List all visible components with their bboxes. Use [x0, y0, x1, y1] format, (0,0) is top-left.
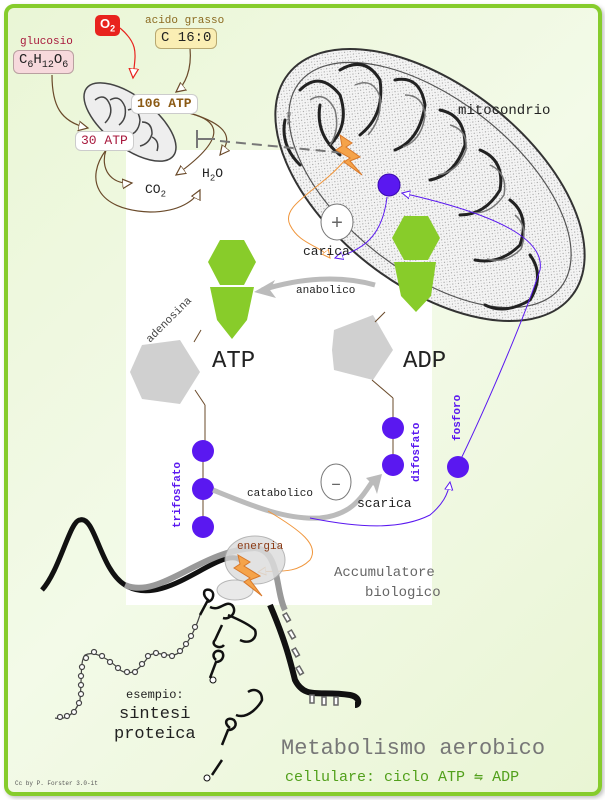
phosphate-mito	[377, 173, 401, 197]
discharge-label: scarica	[357, 496, 412, 511]
energy-label: energia	[237, 541, 284, 553]
synthesis-line1: sintesi	[119, 705, 191, 724]
adp-label: ADP	[403, 348, 447, 375]
mitochondrion-large	[274, 48, 586, 322]
atp-ribose	[130, 340, 200, 404]
protein-chain	[54, 614, 201, 721]
charge-label: carica	[303, 244, 350, 259]
credit-text: Cc by P. Forster 3.0-it	[15, 780, 98, 787]
page-title: Metabolismo aerobico	[281, 736, 546, 761]
energy-lightning-icon	[233, 553, 263, 597]
h2o-sub: 2	[209, 173, 216, 184]
atp-adenine-hexagon	[208, 240, 256, 285]
example-label: esempio:	[126, 688, 184, 702]
lightning-icon	[335, 133, 363, 176]
accumulator-line1: Accumulatore	[334, 565, 435, 581]
glucose-atp-yield: 30 ATP	[75, 131, 134, 152]
zoom-indicator	[196, 130, 346, 154]
glucose-h: H	[33, 52, 42, 68]
phosphate-release-arrow	[309, 482, 450, 527]
phosphorus-label: fosforo	[452, 394, 464, 441]
atp-phosphate-3	[192, 516, 214, 538]
trna-molecules	[198, 588, 264, 776]
atp-phosphate-2	[192, 478, 214, 500]
h2o-o: O	[215, 166, 224, 181]
adp-phosphate-1	[382, 417, 404, 439]
trna-ends	[203, 676, 217, 782]
oxygen-symbol: O	[100, 16, 111, 31]
charge-sign: +	[331, 213, 343, 236]
co2-sub: 2	[160, 189, 167, 200]
triphosphate-label: trifosfato	[172, 461, 184, 528]
mitochondrion-small	[83, 82, 177, 162]
fatty-acid-atp-yield: 106 ATP	[131, 94, 198, 115]
adp-ribose	[332, 315, 393, 380]
phosphate-charge-arrow	[335, 196, 388, 258]
adp-adenine-hexagon	[392, 216, 440, 260]
oxygen-arrow	[119, 27, 135, 78]
catabolic-label: catabolico	[247, 488, 314, 500]
discharge-sign-circle	[320, 463, 352, 501]
co2-symbol: CO	[145, 182, 161, 197]
free-phosphate	[447, 456, 469, 478]
charge-sign-circle	[320, 203, 354, 241]
accumulator-line2: biologico	[365, 585, 441, 601]
anabolic-arrowhead	[254, 280, 276, 298]
oxygen-sub: 2	[110, 23, 116, 34]
artist-signature: Beck	[285, 112, 291, 124]
atp-adenine-pentagon	[210, 287, 254, 339]
adp-adenine-pentagon	[394, 262, 436, 312]
glucose-h-sub: 12	[41, 59, 54, 71]
glucose-label: glucosio	[20, 36, 73, 48]
glucose-o: O	[53, 52, 63, 68]
anabolic-arrow	[261, 276, 376, 293]
catabolic-arrowhead	[366, 474, 382, 494]
glucose-c: C	[19, 52, 28, 68]
anabolic-label: anabolico	[296, 285, 356, 297]
co2-product: CO2	[145, 183, 166, 200]
discharge-sign: –	[331, 475, 342, 495]
phosphorus-return-arrow	[402, 193, 541, 466]
synthesis-line2: proteica	[114, 725, 196, 744]
fatty-acid-formula-box: C 16:0	[155, 28, 218, 50]
mrna-strand	[40, 517, 362, 708]
fatty-acid-label: acido grasso	[145, 15, 225, 27]
diphosphate-label: difosfato	[411, 422, 423, 482]
metabolic-pathway-arrows	[51, 47, 227, 213]
atp-molecule	[130, 240, 256, 445]
atp-label: ATP	[212, 348, 256, 375]
adp-molecule	[332, 216, 440, 430]
adp-phosphate-2	[382, 454, 404, 476]
page-subtitle: cellulare: ciclo ATP ⇋ ADP	[285, 769, 520, 786]
glucose-formula-box: C6H12O6	[13, 50, 75, 74]
glucose-o-sub: 6	[62, 59, 69, 71]
h2o-product: H2O	[202, 167, 223, 184]
oxygen-badge: O2	[95, 15, 121, 37]
catabolic-arrow	[212, 480, 375, 521]
atp-phosphate-1	[192, 440, 214, 462]
h2o-h: H	[202, 166, 210, 181]
glucose-c-sub: 6	[27, 59, 34, 71]
mitochondrion-label: mitocondrio	[458, 103, 551, 119]
charge-energy-arrow	[287, 159, 346, 258]
